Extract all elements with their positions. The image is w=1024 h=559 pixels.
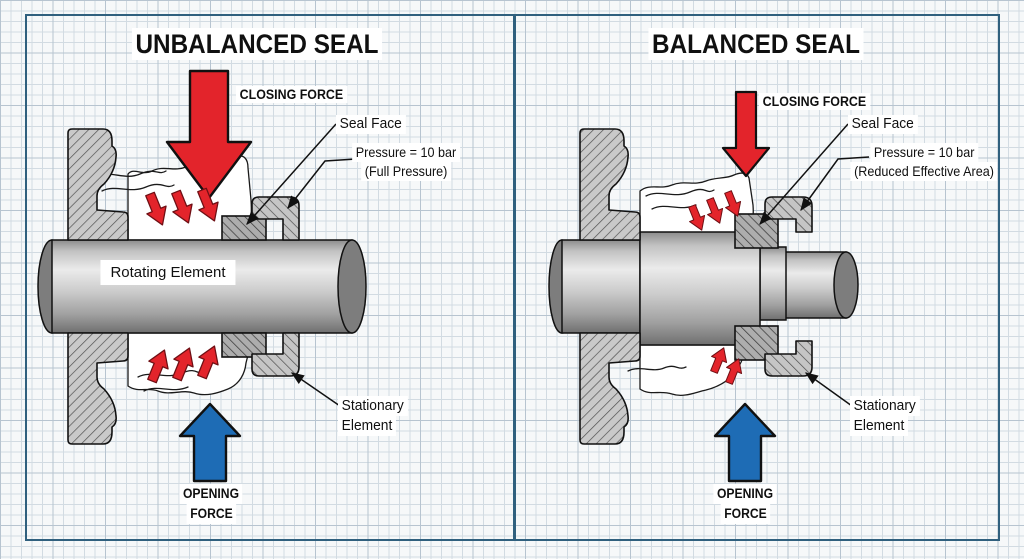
panel-divider xyxy=(513,14,516,540)
pressure-label: Pressure = 10 bar (Full Pressure) xyxy=(346,143,466,181)
opening-force-arrow-icon xyxy=(178,402,242,483)
balanced-seal-drawing xyxy=(548,90,870,483)
closing-force-label: CLOSING FORCE xyxy=(236,86,357,104)
leader-lines xyxy=(246,123,357,407)
closing-force-arrow-icon xyxy=(165,69,253,200)
stationary-element-label: Stationary Element xyxy=(338,396,414,436)
rotating-shaft xyxy=(37,239,367,334)
stationary-leader xyxy=(290,372,341,407)
pressure-leader xyxy=(287,158,357,210)
seal-face-ring xyxy=(734,213,779,361)
fluid-region xyxy=(639,172,754,234)
balanced-seal-title: BALANCED SEAL xyxy=(636,28,875,61)
unbalanced-seal-title: UNBALANCED SEAL xyxy=(118,28,396,61)
pressure-leader xyxy=(800,156,870,212)
stationary-element-label: Stationary Element xyxy=(850,396,926,436)
page-title: BALANCED SEAL xyxy=(648,28,864,61)
unbalanced-seal-drawing xyxy=(37,69,367,483)
housing xyxy=(67,128,129,445)
pressure-label: Pressure = 10 bar (Reduced Effective Are… xyxy=(842,143,1005,181)
closing-force-arrow-icon xyxy=(721,90,771,178)
page-title: UNBALANCED SEAL xyxy=(131,28,383,61)
shaft-end-cap xyxy=(833,251,859,319)
rotating-element-label: Rotating Element xyxy=(100,260,236,285)
rotating-shaft xyxy=(548,231,859,346)
closing-force-label: CLOSING FORCE xyxy=(759,93,880,111)
opening-force-arrow-icon xyxy=(713,402,777,483)
seal-face-leader xyxy=(759,123,849,225)
shaft-end-cap xyxy=(337,239,367,334)
opening-force-label: OPENING FORCE xyxy=(710,484,780,524)
seal-face-label: Seal Face xyxy=(848,115,924,134)
diagram-frame xyxy=(25,14,1000,541)
stationary-leader xyxy=(804,372,853,407)
opening-force-label: OPENING FORCE xyxy=(176,484,246,524)
seal-face-leader xyxy=(246,123,337,225)
leader-lines xyxy=(759,123,870,407)
seal-face-label: Seal Face xyxy=(336,115,412,134)
housing xyxy=(579,128,641,445)
